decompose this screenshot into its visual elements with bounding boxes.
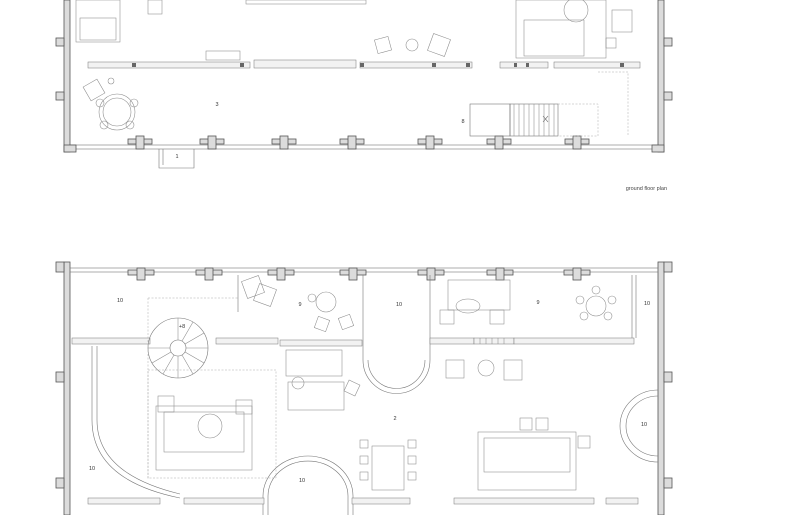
ground-entrance-porch (158, 149, 195, 169)
upper-furniture (147, 275, 617, 491)
upper-label-10-d: 10 (641, 422, 647, 428)
upper-label-10-a: 10 (117, 298, 123, 304)
ground-left-pilaster-2 (55, 91, 65, 101)
ground-bottom-facade (69, 144, 659, 150)
upper-partitions (237, 275, 637, 394)
upper-label-10-f: 10 (299, 478, 305, 484)
upper-floor-plan: 10 9 10 9 10 +8 2 10 10 10 (55, 261, 673, 515)
upper-round-pod (262, 455, 354, 515)
ground-right-wall (657, 0, 665, 153)
ground-floor-plan: 1 3 8 (55, 0, 673, 169)
ground-right-pilaster-1 (663, 37, 673, 47)
ground-upper-furniture (75, 0, 633, 61)
upper-label-2: 2 (393, 416, 396, 422)
upper-label-9-a: 9 (298, 302, 301, 308)
ground-left-wall (63, 0, 71, 153)
upper-curved-wall-left (91, 346, 181, 499)
upper-right-pod (619, 389, 659, 463)
upper-label-plus-8: +8 (179, 324, 185, 330)
ground-corner-bl (63, 144, 77, 153)
upper-top-piers (127, 267, 591, 281)
upper-label-9-b: 9 (536, 300, 539, 306)
ground-label-1: 1 (175, 154, 178, 160)
upper-right-wall (657, 261, 665, 515)
upper-label-10-c: 10 (644, 301, 650, 307)
upper-left-wall (63, 261, 71, 515)
upper-label-10-e: 10 (89, 466, 95, 472)
upper-bottom-windows (87, 497, 639, 505)
plan-caption: ground floor plan (626, 186, 667, 192)
ground-staircase (469, 71, 629, 137)
ground-right-pilaster-2 (663, 91, 673, 101)
ground-round-table (82, 77, 139, 131)
ground-bottom-piers (127, 135, 590, 150)
upper-internal-windows (71, 337, 635, 347)
upper-label-10-b: 10 (396, 302, 402, 308)
ground-label-3: 3 (215, 102, 218, 108)
ground-left-pilaster-1 (55, 37, 65, 47)
upper-spiral-stair (147, 297, 239, 480)
ground-internal-windows (87, 59, 641, 69)
ground-corner-br (651, 144, 665, 153)
ground-label-8: 8 (461, 119, 464, 125)
